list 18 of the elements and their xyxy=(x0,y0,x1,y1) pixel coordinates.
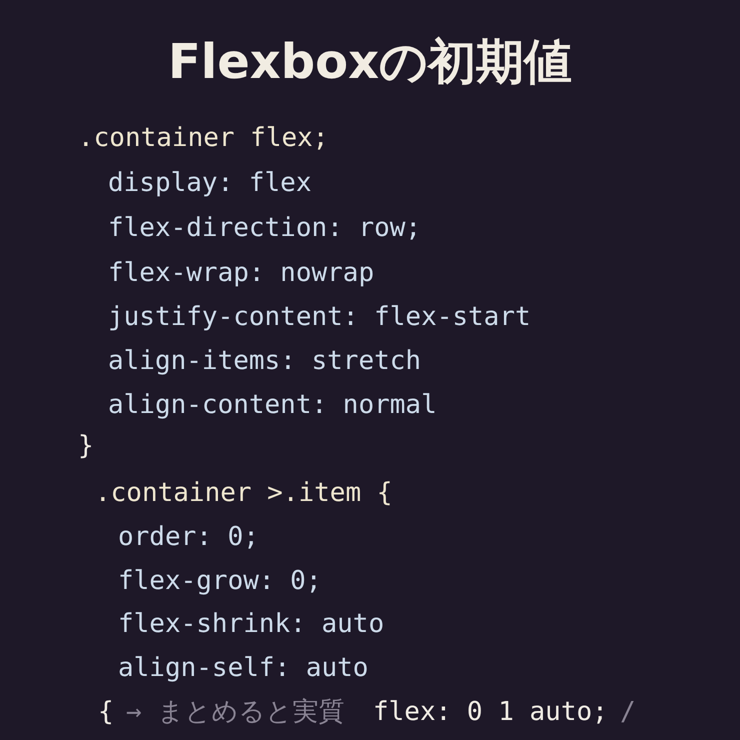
comment-text: / xyxy=(620,696,636,728)
code-line: order: 0; xyxy=(118,521,259,553)
code-line: .container flex; xyxy=(78,122,328,154)
code-line: flex: 0 1 auto; xyxy=(373,696,608,728)
code-line: justify-content: flex-start xyxy=(108,301,531,333)
code-line: { xyxy=(98,696,114,728)
code-line: flex-grow: 0; xyxy=(118,565,322,597)
code-line: } xyxy=(78,430,94,462)
code-line: align-content: normal xyxy=(108,389,437,421)
code-line: flex-shrink: auto xyxy=(118,608,384,640)
code-line: flex-wrap: nowrap xyxy=(108,257,374,289)
code-line: align-self: auto xyxy=(118,652,368,684)
code-line: .container >.item { xyxy=(95,477,392,509)
code-line: flex-direction: row; xyxy=(108,212,422,244)
code-line: align-items: stretch xyxy=(108,345,422,377)
code-line: display: flex xyxy=(108,167,312,199)
title: Flexboxの初期値 xyxy=(166,33,574,92)
comment-text: → まとめると実質 xyxy=(126,696,344,728)
